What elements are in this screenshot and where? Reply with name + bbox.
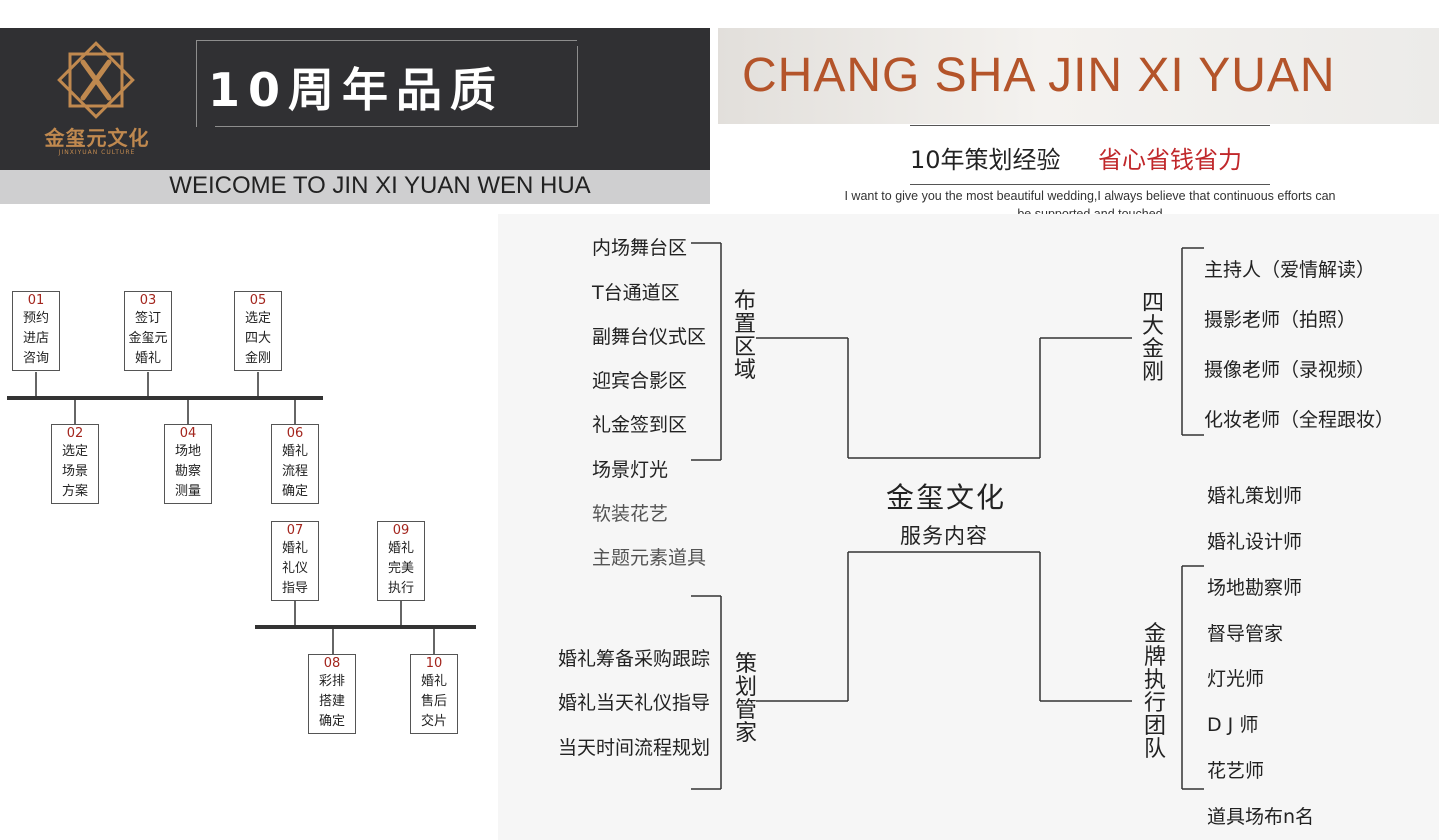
- step-number: 08: [323, 656, 341, 671]
- step-text: 场地 勘察 测量: [174, 444, 201, 499]
- four-kings-label: 四大金刚: [1141, 291, 1164, 385]
- center-subtitle: 服务内容: [900, 524, 988, 548]
- layout-zone-item: 副舞台仪式区: [592, 326, 707, 348]
- step-number: 06: [286, 426, 304, 441]
- step-text: 婚礼 售后 交片: [420, 674, 447, 729]
- layout-zone-item: 软装花艺: [592, 503, 669, 525]
- step-number: 10: [425, 656, 443, 671]
- execution-team-item: 花艺师: [1207, 760, 1265, 782]
- step-text: 预约 进店 咨询: [22, 311, 49, 366]
- process-step-04: 04 场地 勘察 测量: [164, 424, 212, 504]
- four-kings-item: 化妆老师（全程跟妆）: [1204, 409, 1395, 431]
- four-kings-item: 摄像老师（录视频）: [1204, 359, 1376, 381]
- execution-team-item: 道具场布n名: [1207, 806, 1315, 828]
- layout-zone-item: T台通道区: [592, 282, 680, 304]
- logo-text: 金玺元文化: [44, 126, 150, 150]
- step-text: 选定 场景 方案: [61, 444, 88, 499]
- planning-steward-item: 婚礼当天礼仪指导: [558, 692, 711, 714]
- execution-team-item: 灯光师: [1207, 668, 1265, 690]
- execution-team-item: 婚礼策划师: [1207, 485, 1303, 507]
- slogan: 10周年品质: [208, 63, 505, 117]
- execution-team-item: D J 师: [1207, 714, 1259, 736]
- step-number: 07: [286, 523, 304, 538]
- step-number: 01: [27, 293, 45, 308]
- process-step-01: 01 预约 进店 咨询: [12, 291, 60, 371]
- slogan-frame: [196, 40, 577, 127]
- layout-zone-item: 场景灯光: [592, 459, 669, 481]
- step-number: 05: [249, 293, 267, 308]
- execution-team-label: 金牌执行团队: [1143, 622, 1166, 762]
- brand-title: CHANG SHA JIN XI YUAN: [742, 49, 1336, 102]
- slogan-frame-inner: [215, 46, 578, 127]
- four-kings-item: 摄影老师（拍照）: [1204, 309, 1357, 331]
- process-connectors: [7, 372, 476, 654]
- process-step-05: 05 选定 四大 金刚: [234, 291, 282, 371]
- center-title: 金玺文化: [886, 481, 1007, 514]
- step-text: 婚礼 流程 确定: [281, 444, 308, 499]
- logo-icon: [57, 41, 135, 119]
- layout-zone-item: 内场舞台区: [592, 237, 688, 259]
- process-step-07: 07 婚礼 礼仪 指导: [271, 521, 319, 601]
- welcome-text: WEICOME TO JIN XI YUAN WEN HUA: [169, 172, 591, 199]
- step-number: 09: [392, 523, 410, 538]
- process-step-06: 06 婚礼 流程 确定: [271, 424, 319, 504]
- step-number: 02: [66, 426, 84, 441]
- step-number: 03: [139, 293, 157, 308]
- process-step-08: 08 彩排 搭建 确定: [308, 654, 356, 734]
- welcome-strip: [0, 170, 710, 204]
- step-number: 04: [179, 426, 197, 441]
- step-text: 婚礼 礼仪 指导: [281, 541, 308, 596]
- planning-steward-label: 策划管家: [734, 652, 757, 746]
- divider: [910, 184, 1270, 185]
- layout-zone-label: 布置区域: [733, 289, 756, 383]
- layout-zone-item: 礼金签到区: [592, 414, 688, 436]
- step-text: 选定 四大 金刚: [244, 311, 271, 366]
- logo-subtext: JINXIYUAN CULTURE: [58, 149, 136, 156]
- divider: [910, 125, 1270, 126]
- experience-highlight: 省心省钱省力: [1098, 146, 1242, 174]
- experience-text: 10年策划经验: [910, 146, 1061, 174]
- execution-team-item: 场地勘察师: [1207, 577, 1303, 599]
- planning-steward-item: 婚礼筹备采购跟踪: [558, 648, 711, 670]
- service-connectors: [691, 242, 1204, 790]
- step-text: 彩排 搭建 确定: [318, 674, 345, 729]
- layout-zone-item: 迎宾合影区: [592, 370, 688, 392]
- service-diagram-panel: [498, 214, 1439, 840]
- execution-team-item: 督导管家: [1207, 623, 1284, 645]
- execution-team-item: 婚礼设计师: [1207, 531, 1303, 553]
- process-step-10: 10 婚礼 售后 交片: [410, 654, 458, 734]
- header-banner: [0, 28, 710, 170]
- process-step-02: 02 选定 场景 方案: [51, 424, 99, 504]
- step-text: 签订 金玺元 婚礼: [128, 311, 168, 366]
- process-step-09: 09 婚礼 完美 执行: [377, 521, 425, 601]
- layout-zone-item: 主题元素道具: [592, 547, 707, 569]
- planning-steward-item: 当天时间流程规划: [558, 737, 711, 759]
- process-step-03: 03 签订 金玺元 婚礼: [124, 291, 172, 371]
- step-text: 婚礼 完美 执行: [387, 541, 414, 596]
- four-kings-item: 主持人（爱情解读）: [1204, 259, 1376, 281]
- brand-banner: [718, 28, 1439, 124]
